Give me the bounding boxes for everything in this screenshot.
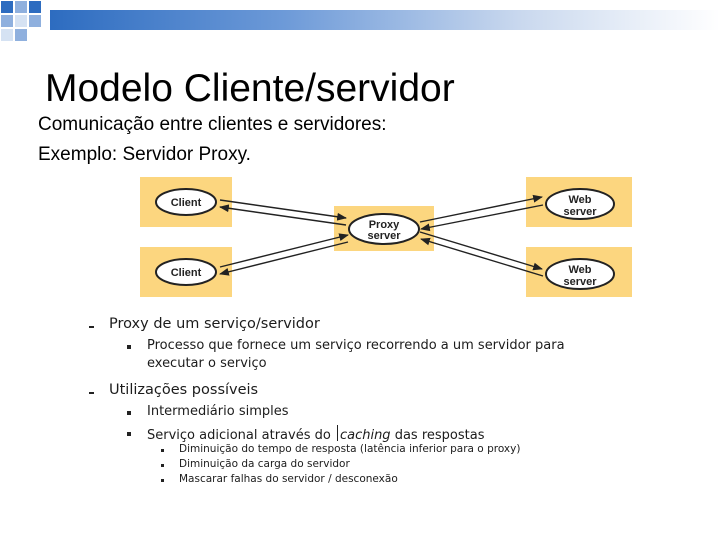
bullet-sub-3: Mascarar falhas do servidor / desconexão [179, 473, 398, 485]
corner-decoration [0, 0, 60, 50]
bullet-use-2: Serviço adicional através do caching das… [147, 425, 484, 443]
header-gradient-bar [50, 10, 720, 30]
bullet-use-2-suffix: das respostas [394, 428, 485, 443]
web-bottom-node [545, 258, 615, 290]
arrow-client-top-to-proxy [219, 199, 347, 221]
bullet-use-2-emph: caching [339, 428, 391, 443]
bullet-marker [161, 479, 164, 482]
arrow-proxy-to-client-bottom [219, 241, 349, 276]
bullet-proxy-desc-line2: executar o serviço [147, 356, 267, 371]
client-top-node [155, 188, 217, 216]
arrow-proxy-to-web-top [419, 194, 543, 223]
bullet-use-2-prefix: Serviço adicional através do [147, 428, 331, 443]
bullet-sub-1: Diminuição do tempo de resposta (latênci… [179, 443, 521, 455]
arrow-proxy-to-client-top [219, 204, 347, 226]
proxy-node [348, 213, 420, 245]
bullet-marker [127, 345, 131, 349]
arrow-proxy-to-web-bottom [419, 231, 543, 271]
bullet-marker [161, 464, 164, 467]
web-top-label-line2: server [563, 206, 597, 218]
arrow-web-bottom-to-proxy [420, 237, 544, 277]
bullet-marker [127, 411, 131, 415]
client-top-label: Client [171, 197, 202, 209]
bullet-sub-2: Diminuição da carga do servidor [179, 458, 350, 470]
web-top-node [545, 188, 615, 220]
proxy-label-line2: server [367, 230, 401, 242]
decor-square [0, 0, 14, 14]
web-top-label-line1: Web [568, 194, 591, 206]
text-cursor [336, 425, 338, 441]
decor-square [28, 14, 42, 28]
arrow-client-bottom-to-proxy [219, 233, 349, 268]
arrow-web-top-to-proxy [420, 204, 544, 232]
web-bottom-label-line2: server [563, 276, 597, 288]
bullet-proxy-desc-line1: Processo que fornece um serviço recorren… [147, 338, 565, 353]
decor-square [28, 0, 42, 14]
decor-square [14, 0, 28, 14]
client-bottom-label: Client [171, 267, 202, 279]
slide-line-1: Comunicação entre clientes e servidores: [38, 114, 387, 135]
bullet-uses-heading: Utilizações possíveis [109, 382, 259, 398]
bullet-proxy-heading: Proxy de um serviço/servidor [109, 316, 320, 332]
proxy-label-line1: Proxy [369, 219, 400, 231]
bullet-list: Proxy de um serviço/servidor Processo qu… [85, 315, 665, 490]
bullet-marker [89, 326, 94, 328]
bullet-marker [89, 392, 94, 394]
decor-square [0, 28, 14, 42]
bullet-marker [127, 432, 131, 436]
bullet-use-1: Intermediário simples [147, 404, 289, 419]
slide-title: Modelo Cliente/servidor [45, 67, 455, 110]
client-bottom-node [155, 258, 217, 286]
decor-square [0, 14, 14, 28]
web-bottom-label-line1: Web [568, 264, 591, 276]
proxy-diagram: Client Client Proxy server Web server We… [140, 177, 632, 297]
decor-square [14, 28, 28, 42]
bullet-marker [161, 449, 164, 452]
slide-line-2: Exemplo: Servidor Proxy. [38, 144, 251, 165]
decor-square [14, 14, 28, 28]
